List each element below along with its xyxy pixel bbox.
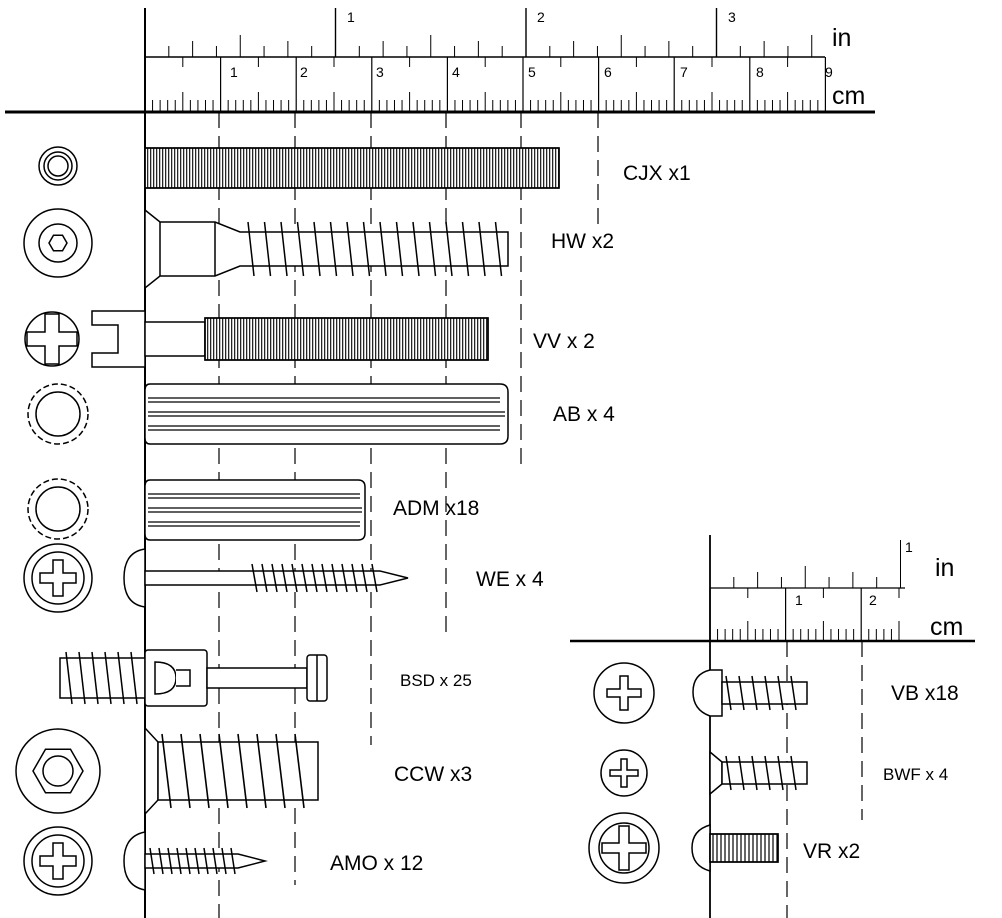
part-we — [23, 543, 409, 613]
cm-label-8: 8 — [756, 64, 764, 80]
screw-thread — [251, 563, 378, 593]
screw-thread — [65, 651, 138, 705]
part-bwf — [600, 749, 808, 797]
pozidriv-head-icon — [23, 543, 93, 613]
round-washer-icon — [38, 146, 78, 186]
small-cm-label-1: 1 — [795, 592, 803, 608]
label-ccw: CCW x3 — [394, 763, 472, 786]
hex-socket-head-icon — [15, 728, 101, 814]
hex-socket-head-icon — [23, 208, 93, 278]
label-we: WE x 4 — [476, 568, 544, 591]
part-labels: CJX x1 HW x2 VV x 2 AB x 4 ADM x18 WE x … — [330, 162, 691, 875]
part-vb — [593, 662, 808, 724]
label-cjx: CJX x1 — [623, 162, 691, 185]
screw-thread — [725, 675, 797, 711]
cm-label-3: 3 — [376, 64, 384, 80]
part-ab — [27, 383, 509, 445]
small-inch-unit-label: in — [935, 554, 954, 582]
inch-label-2: 2 — [537, 9, 545, 25]
phillips-head-icon — [588, 812, 660, 884]
label-vr: VR x2 — [803, 840, 860, 863]
part-adm — [27, 478, 366, 541]
part-hw — [23, 208, 509, 290]
cm-label-4: 4 — [452, 64, 460, 80]
pozidriv-head-icon — [593, 662, 655, 724]
part-vr — [588, 812, 779, 884]
pozidriv-head-icon — [600, 749, 648, 797]
cm-label-6: 6 — [604, 64, 612, 80]
label-adm: ADM x18 — [393, 497, 479, 520]
screw-thread — [247, 221, 503, 277]
small-ruler-labels: 1 in 1 2 cm — [795, 539, 963, 641]
screw-thread — [149, 847, 236, 875]
cm-label-2: 2 — [300, 64, 308, 80]
main-ruler-labels: 1 2 3 in 1 2 3 4 5 6 7 8 9 cm — [230, 9, 865, 110]
label-vb: VB x18 — [891, 682, 959, 705]
label-vv: VV x 2 — [533, 330, 595, 353]
inch-label-3: 3 — [728, 9, 736, 25]
cm-unit-label: cm — [832, 82, 865, 110]
cm-label-7: 7 — [680, 64, 688, 80]
fluted-dowel-end-icon — [27, 478, 89, 540]
small-cm-label-2: 2 — [869, 592, 877, 608]
label-amo: AMO x 12 — [330, 852, 423, 875]
part-ccw — [15, 726, 319, 816]
label-hw: HW x2 — [551, 230, 614, 253]
inch-label-1: 1 — [347, 9, 355, 25]
cm-label-1: 1 — [230, 64, 238, 80]
part-amo — [23, 826, 268, 896]
threaded-insert — [59, 657, 146, 699]
cm-label-5: 5 — [528, 64, 536, 80]
cross-slot-head-icon — [24, 310, 146, 368]
small-part-labels: VB x18 BWF x 4 VR x2 — [803, 682, 959, 863]
screw-thread — [725, 755, 797, 791]
label-bwf: BWF x 4 — [883, 765, 948, 784]
small-cm-unit-label: cm — [930, 613, 963, 641]
part-bsd — [59, 649, 328, 707]
small-inch-label-1: 1 — [905, 539, 913, 555]
cm-label-9: 9 — [825, 64, 833, 80]
label-bsd: BSD x 25 — [400, 671, 472, 690]
inch-unit-label: in — [832, 24, 851, 52]
pozidriv-head-icon — [23, 826, 93, 896]
threaded-rod — [144, 147, 560, 189]
part-vv — [24, 310, 489, 368]
shank — [144, 321, 206, 357]
part-cjx — [38, 146, 560, 189]
screw-thread — [161, 733, 305, 809]
label-ab: AB x 4 — [553, 403, 615, 426]
threaded-shaft — [204, 317, 489, 361]
fluted-dowel-end-icon — [27, 383, 89, 445]
